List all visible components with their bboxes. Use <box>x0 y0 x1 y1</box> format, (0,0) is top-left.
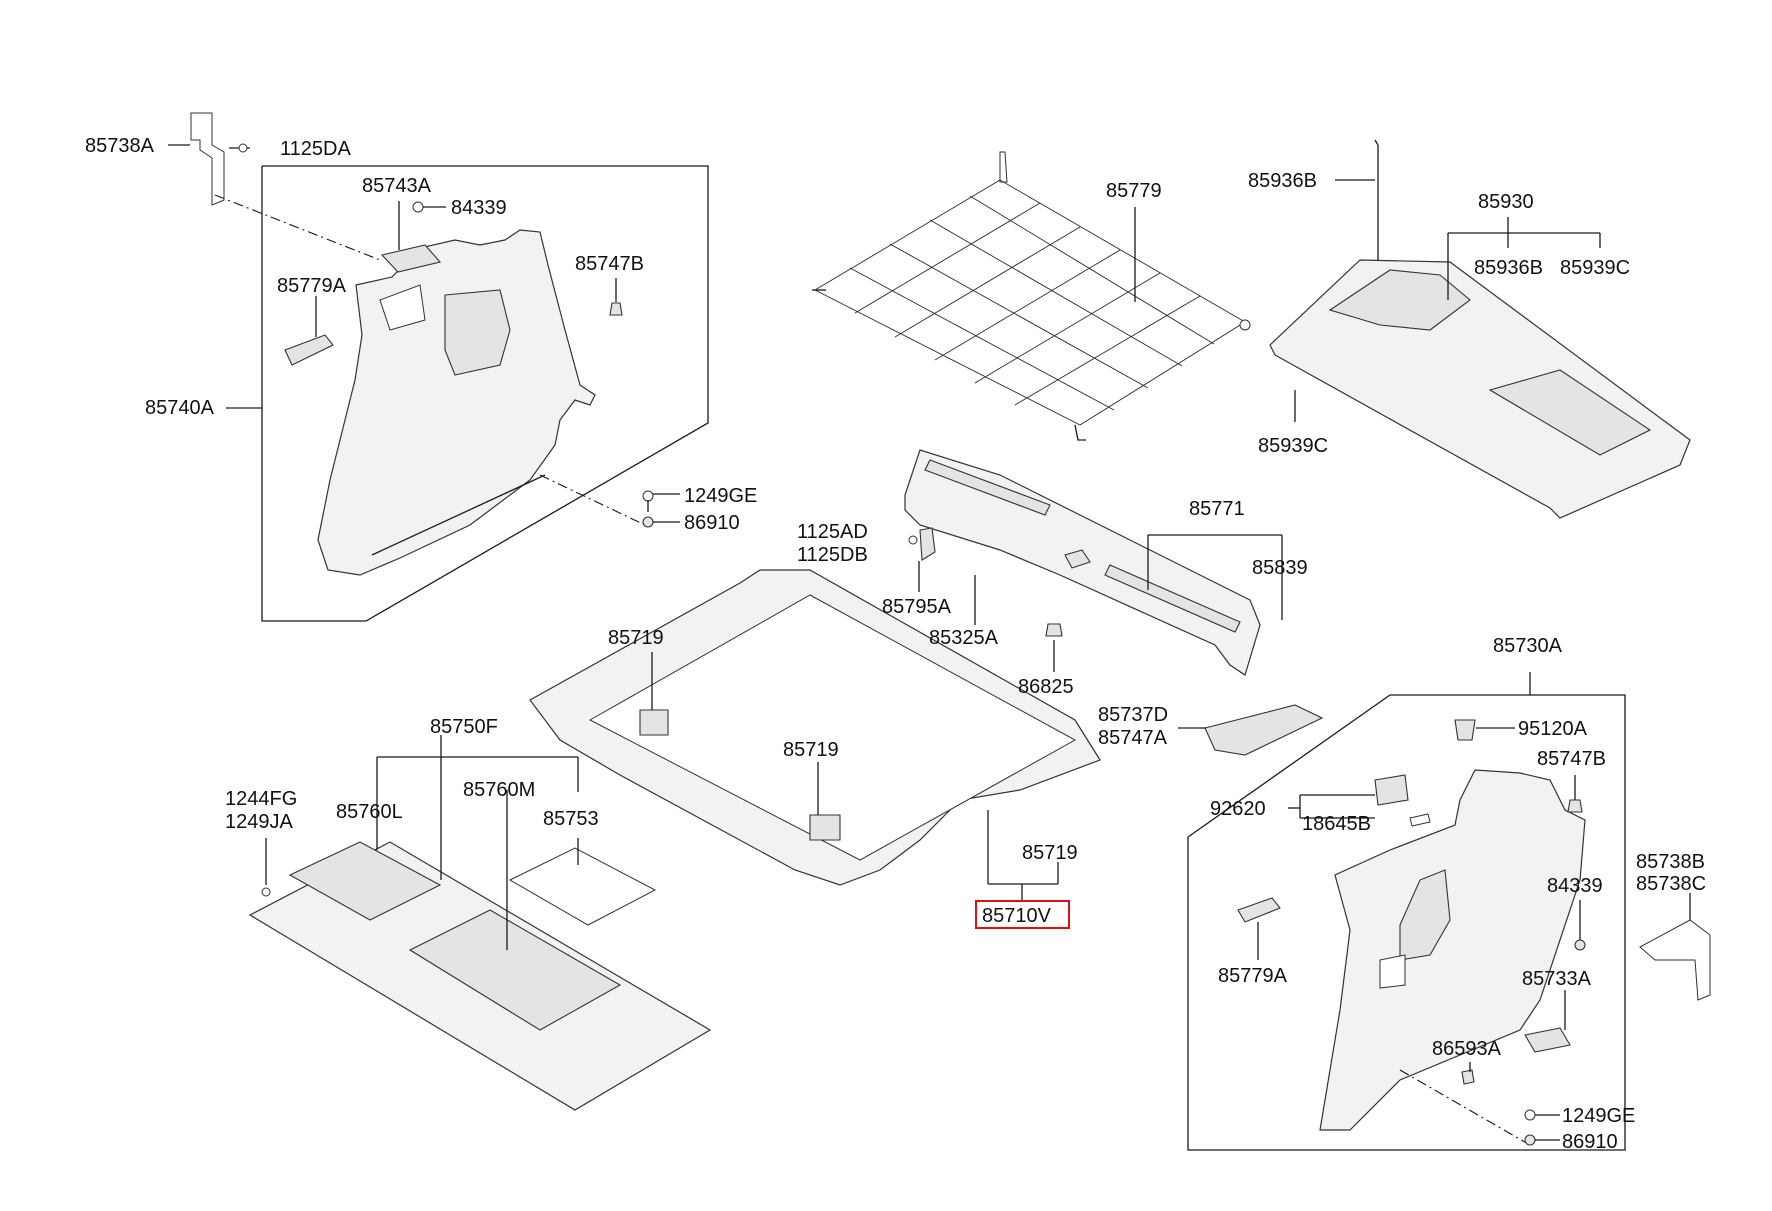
label-85737D: 85737D <box>1098 704 1168 726</box>
label-85936B-top: 85936B <box>1248 170 1317 192</box>
label-1244FG: 1244FG <box>225 788 297 810</box>
label-85779A-right: 85779A <box>1218 965 1288 987</box>
label-85719-c: 85719 <box>1022 842 1078 864</box>
label-1125DA: 1125DA <box>280 138 351 160</box>
label-85719-b: 85719 <box>783 739 839 761</box>
highlight-box-85710V <box>975 900 1070 929</box>
label-85747B-right: 85747B <box>1537 748 1606 770</box>
cargo-net-group <box>812 151 1251 441</box>
label-85750F: 85750F <box>430 716 498 738</box>
label-86593A: 86593A <box>1432 1038 1502 1060</box>
label-85730A: 85730A <box>1493 635 1563 657</box>
package-tray-group <box>1269 139 1691 519</box>
part-labels: 85738A 1125DA 85743A 84339 85747B 85779A… <box>85 135 1706 1153</box>
label-85747B-left: 85747B <box>575 253 644 275</box>
net-mesh <box>849 195 1215 411</box>
label-85740A: 85740A <box>145 397 215 419</box>
label-92620: 92620 <box>1210 798 1266 820</box>
label-85760L: 85760L <box>336 801 403 823</box>
label-84339-right: 84339 <box>1547 875 1603 897</box>
right-quarter-trim-group <box>1178 672 1711 1151</box>
label-95120A: 95120A <box>1518 718 1588 740</box>
label-85738B: 85738B <box>1636 851 1705 873</box>
label-85930: 85930 <box>1478 191 1534 213</box>
label-85753: 85753 <box>543 808 599 830</box>
label-85710V: 85710V <box>982 905 1052 927</box>
label-1249JA: 1249JA <box>225 811 293 833</box>
sill-trim-group <box>904 449 1283 676</box>
label-85795A: 85795A <box>882 596 952 618</box>
label-86910-left: 86910 <box>684 512 740 534</box>
label-85939C-bottom: 85939C <box>1258 435 1328 457</box>
label-85771: 85771 <box>1189 498 1245 520</box>
label-85839: 85839 <box>1252 557 1308 579</box>
label-85939C-top: 85939C <box>1560 257 1630 279</box>
label-85719-a: 85719 <box>608 627 664 649</box>
label-85760M: 85760M <box>463 779 535 801</box>
label-1125AD: 1125AD <box>797 521 868 543</box>
label-84339-left: 84339 <box>451 197 507 219</box>
label-1249GE-right: 1249GE <box>1562 1105 1635 1127</box>
label-85325A: 85325A <box>929 627 999 649</box>
label-18645B: 18645B <box>1302 813 1371 835</box>
label-1249GE-left: 1249GE <box>684 485 757 507</box>
label-85738C: 85738C <box>1636 873 1706 895</box>
luggage-tray-group <box>248 735 712 1111</box>
label-85779A-left: 85779A <box>277 275 347 297</box>
label-1125DB: 1125DB <box>797 544 868 566</box>
label-85747A: 85747A <box>1098 727 1168 749</box>
label-85743A: 85743A <box>362 175 432 197</box>
label-85738A: 85738A <box>85 135 155 157</box>
label-86825: 86825 <box>1018 676 1074 698</box>
label-85733A: 85733A <box>1522 968 1592 990</box>
left-quarter-trim-group <box>168 112 709 622</box>
floor-covering-group <box>529 569 1101 929</box>
label-85779: 85779 <box>1106 180 1162 202</box>
label-85936B: 85936B <box>1474 257 1543 279</box>
label-86910-right: 86910 <box>1562 1131 1618 1153</box>
